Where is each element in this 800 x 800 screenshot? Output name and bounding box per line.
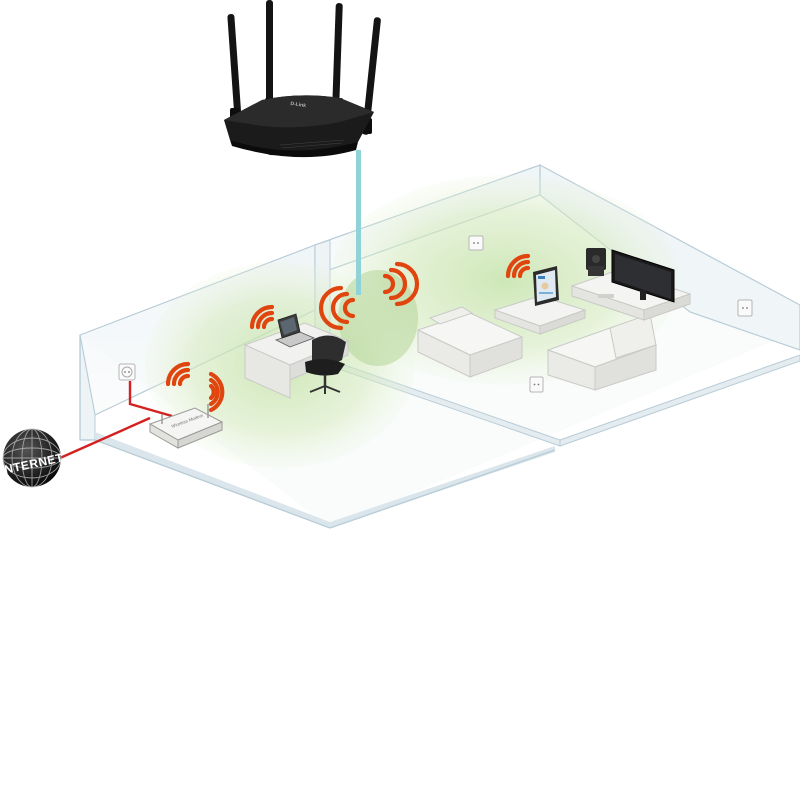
wifi-icon <box>382 261 420 307</box>
router-icon: D-Link <box>224 0 381 158</box>
office-chair-icon <box>305 335 346 394</box>
wifi-icon <box>318 285 356 331</box>
media-player <box>586 248 606 276</box>
tv-stand <box>570 269 692 321</box>
sofa-icon <box>546 313 658 391</box>
wifi-icon <box>505 253 531 279</box>
wifi-icon <box>165 361 191 387</box>
coffee-table <box>493 295 587 335</box>
sofa-icon <box>416 306 524 378</box>
wifi-icon <box>249 304 275 330</box>
cable <box>59 381 173 460</box>
modem-icon: Wireless Modem <box>148 404 224 449</box>
power-outlet-icon <box>529 376 544 393</box>
floor-edge-front <box>95 432 330 528</box>
globe-icon: INTERNET <box>0 428 65 488</box>
power-outlet-icon <box>737 299 753 317</box>
uplink-line <box>356 150 361 295</box>
power-outlet-icon <box>468 235 484 251</box>
power-outlet-icon <box>118 363 136 381</box>
tablet-icon <box>533 266 559 306</box>
tv-icon <box>611 249 675 303</box>
right-room-floor-edge <box>559 354 800 447</box>
wifi-icon <box>208 371 225 413</box>
router-brand-label: D-Link <box>290 101 306 109</box>
floor-edge-right <box>330 446 555 528</box>
laptop-icon <box>274 313 316 348</box>
